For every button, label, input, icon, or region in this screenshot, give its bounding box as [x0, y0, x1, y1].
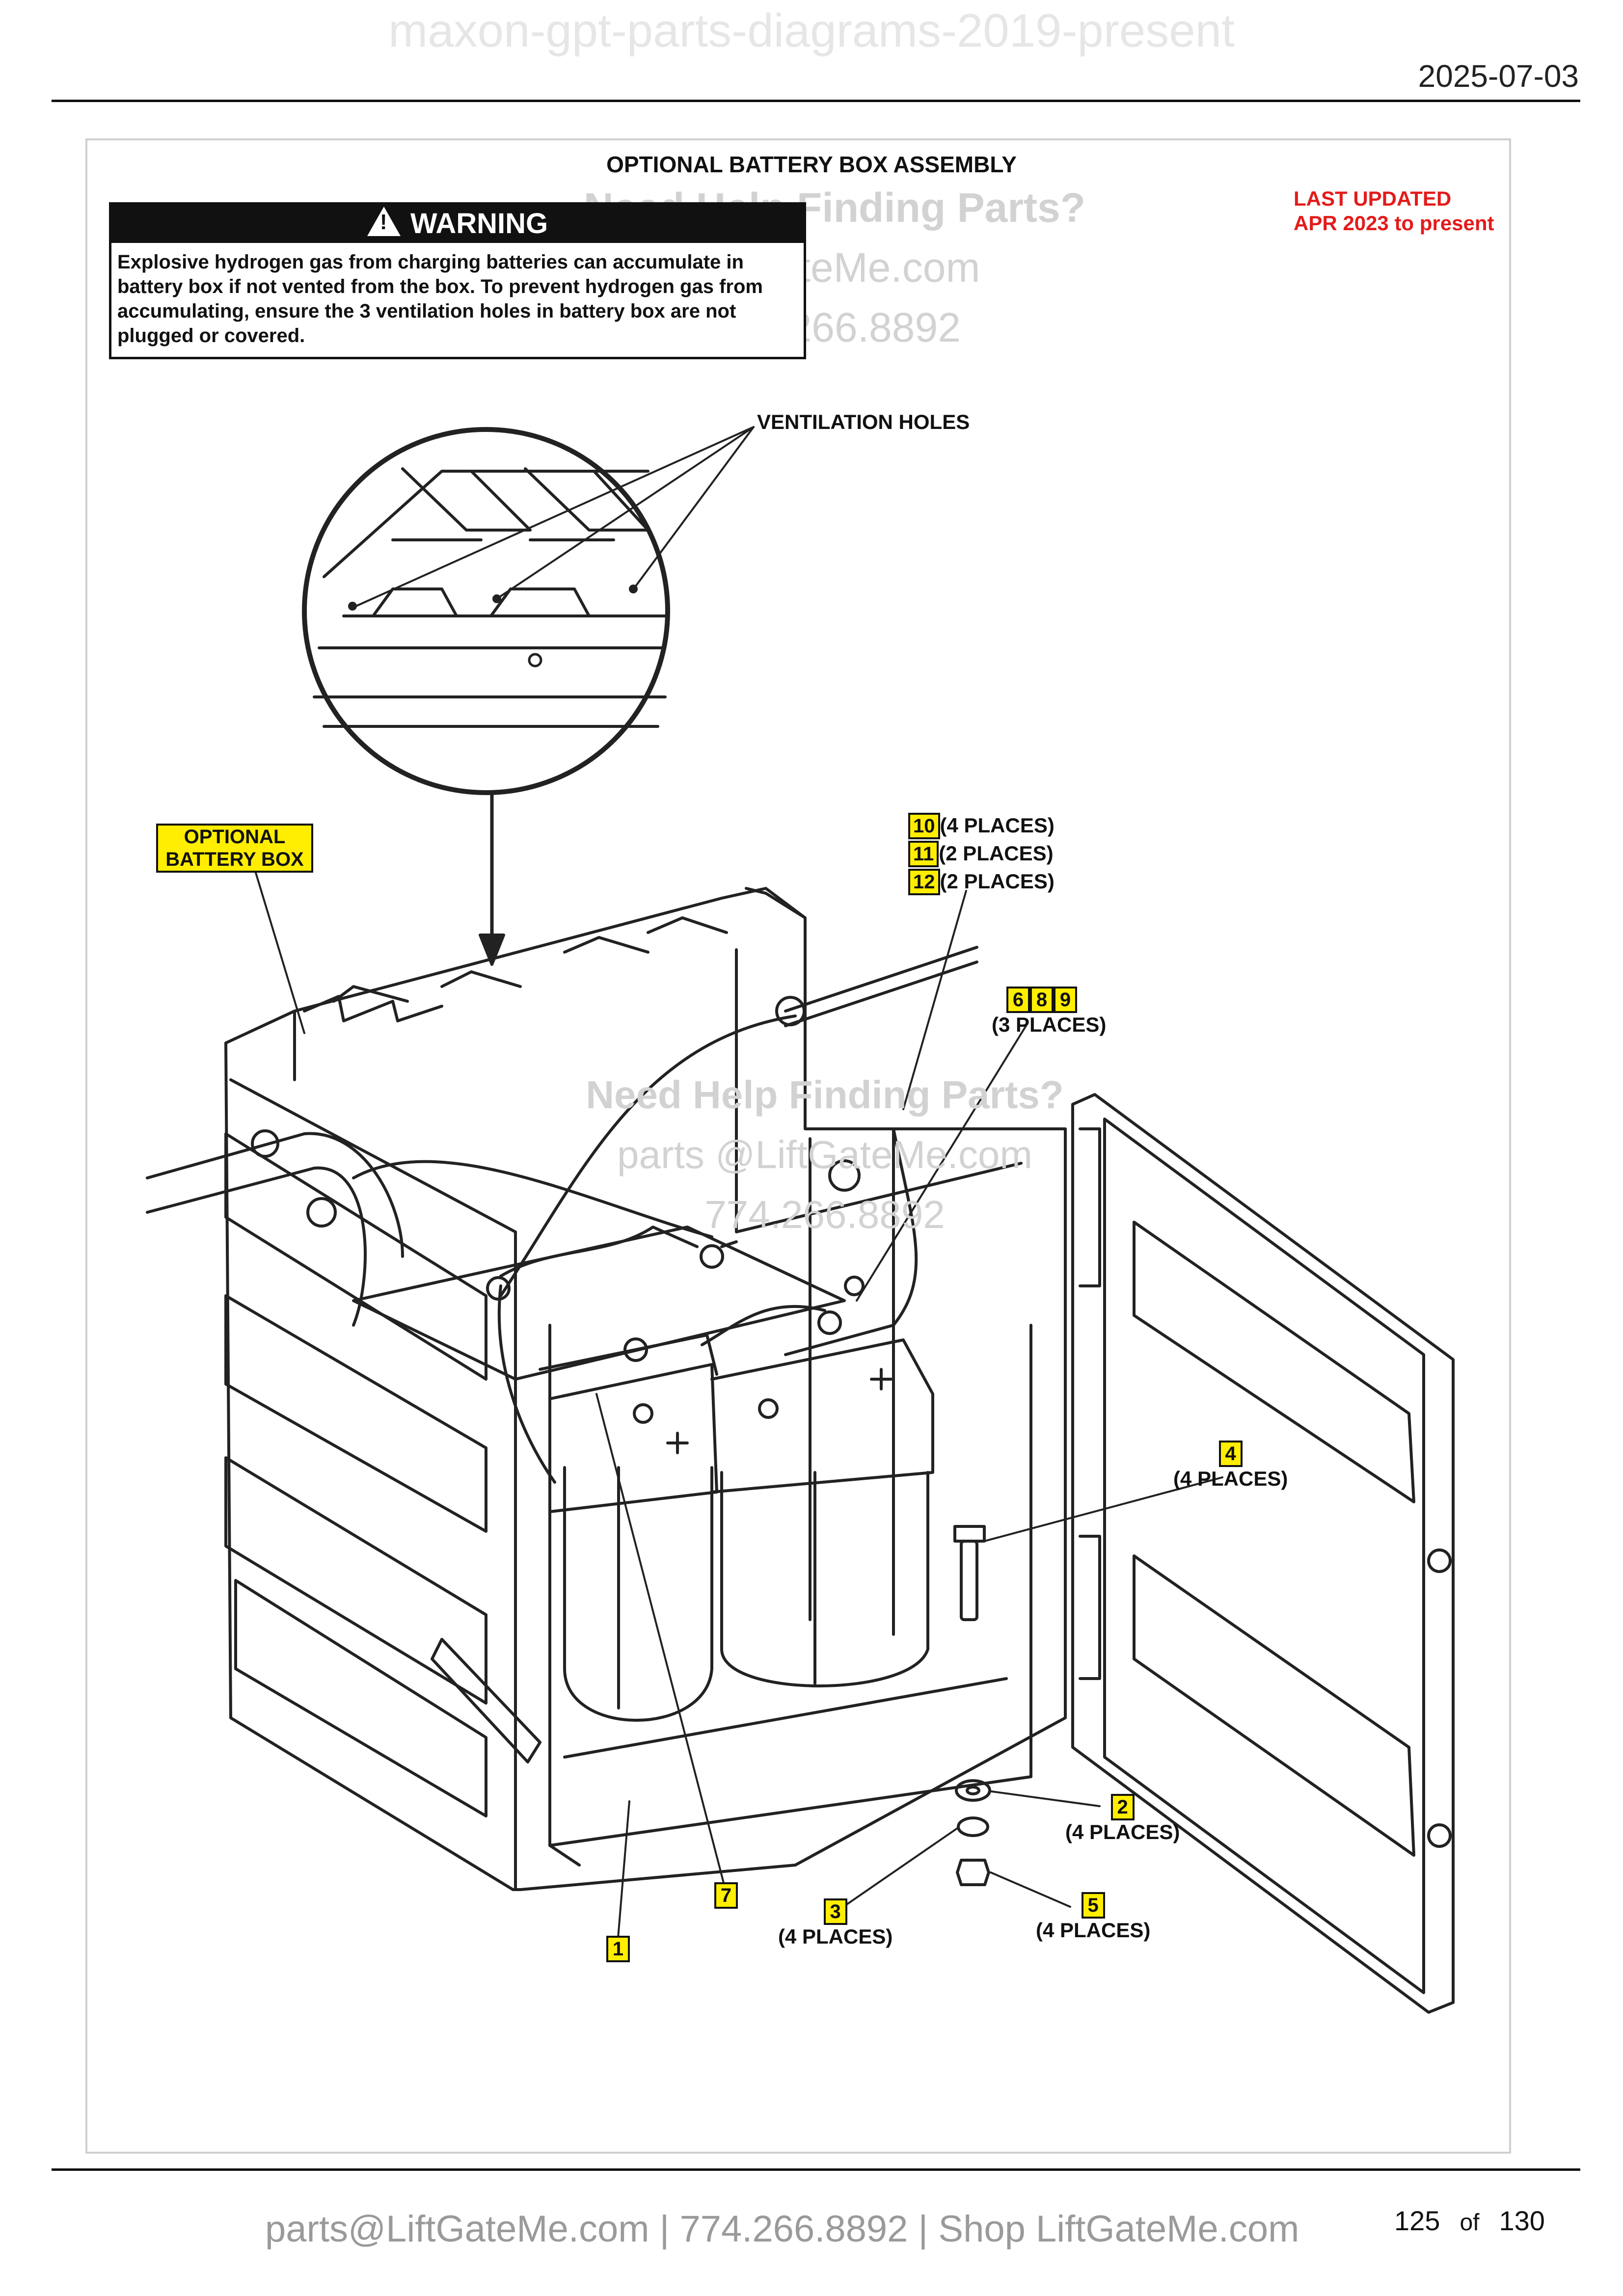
optional-label-line: OPTIONAL: [184, 826, 286, 848]
part-number-badge: 1: [606, 1936, 630, 1962]
callout-quantity: (4 PLACES): [778, 1925, 893, 1948]
header-watermark: maxon-gpt-parts-diagrams-2019-present: [388, 4, 1235, 57]
callout-quantity: (2 PLACES): [940, 870, 1055, 893]
callout-10: 10(4 PLACES): [908, 813, 1055, 839]
callout-1: 1: [606, 1936, 630, 1962]
battery-box-body: [146, 887, 1067, 1891]
warning-text: Explosive hydrogen gas from charging bat…: [117, 250, 798, 348]
ventilation-holes-label: VENTILATION HOLES: [757, 410, 970, 433]
watermark-line: Need Help Finding Parts?: [586, 1073, 1064, 1117]
help-watermark-mid: Need Help Finding Parts? parts @LiftGate…: [530, 1065, 1119, 1245]
callout-12: 12(2 PLACES): [908, 869, 1055, 895]
batteries: [352, 1226, 934, 1722]
callout-quantity: (4 PLACES): [940, 814, 1055, 837]
last-updated-label: LAST UPDATED: [1294, 187, 1452, 210]
page-of: of: [1460, 2210, 1480, 2236]
callout-4: 4 (4 PLACES): [1173, 1441, 1288, 1491]
callout-quantity: (4 PLACES): [1065, 1820, 1180, 1843]
diagram-title: OPTIONAL BATTERY BOX ASSEMBLY: [606, 152, 1017, 177]
detail-arrow: [479, 791, 505, 966]
warning-box: WARNING Explosive hydrogen gas from char…: [109, 202, 806, 359]
callout-leaders: [254, 870, 1223, 1945]
loose-hardware: [953, 1525, 991, 1886]
callout-quantity: (4 PLACES): [1173, 1467, 1288, 1490]
warning-line: battery box if not vented from the box. …: [117, 276, 763, 297]
warning-triangle-icon: [367, 207, 401, 236]
battery-box-door: [1071, 1093, 1455, 2014]
last-updated-range: APR 2023 to present: [1294, 212, 1494, 235]
last-updated-note: LAST UPDATED APR 2023 to present: [1294, 187, 1494, 236]
part-number-badge: 8: [1030, 987, 1054, 1013]
optional-battery-box-label: OPTIONAL BATTERY BOX: [156, 824, 313, 873]
watermark-line: 774.266.8892: [704, 1193, 945, 1236]
callout-quantity: (4 PLACES): [1036, 1919, 1151, 1942]
callout-quantity: (3 PLACES): [992, 1013, 1107, 1036]
warning-heading-text: WARNING: [410, 208, 548, 240]
callout-5: 5 (4 PLACES): [1036, 1892, 1150, 1942]
callout-7: 7: [714, 1882, 738, 1909]
warning-line: accumulating, ensure the 3 ventilation h…: [117, 300, 736, 322]
part-number-badge: 6: [1006, 987, 1030, 1013]
part-number-badge: 12: [908, 869, 940, 895]
page-number: 125 of 130: [1394, 2205, 1545, 2237]
part-number-badge: 2: [1110, 1794, 1135, 1820]
current-page: 125: [1394, 2205, 1440, 2236]
part-number-badge: 3: [823, 1898, 847, 1925]
optional-label-line: BATTERY BOX: [165, 849, 304, 870]
callout-3: 3 (4 PLACES): [778, 1898, 893, 1949]
total-pages: 130: [1499, 2205, 1545, 2236]
part-number-badge: 11: [908, 841, 939, 867]
warning-line: Explosive hydrogen gas from charging bat…: [117, 251, 744, 273]
part-number-badge: 10: [908, 813, 940, 839]
header-date: 2025-07-03: [1418, 58, 1579, 94]
ventilation-leaders: [355, 426, 755, 607]
warning-heading: WARNING: [111, 205, 804, 243]
callout-quantity: (2 PLACES): [939, 842, 1054, 865]
part-number-badge: 7: [714, 1882, 738, 1909]
ventilation-detail-view: [302, 427, 670, 795]
header-rule: [52, 100, 1580, 102]
warning-line: plugged or covered.: [117, 325, 305, 347]
watermark-line: parts @LiftGateMe.com: [617, 1133, 1032, 1176]
part-number-badge: 5: [1081, 1892, 1105, 1919]
diagram-frame: [85, 138, 1511, 2154]
footer-contact: parts@LiftGateMe.com | 774.266.8892 | Sh…: [265, 2208, 1299, 2250]
callout-11: 11(2 PLACES): [908, 841, 1054, 867]
part-number-badge: 4: [1218, 1441, 1243, 1467]
callout-2: 2 (4 PLACES): [1065, 1794, 1180, 1844]
footer-rule: [52, 2168, 1580, 2171]
part-number-badge: 9: [1054, 987, 1077, 1013]
